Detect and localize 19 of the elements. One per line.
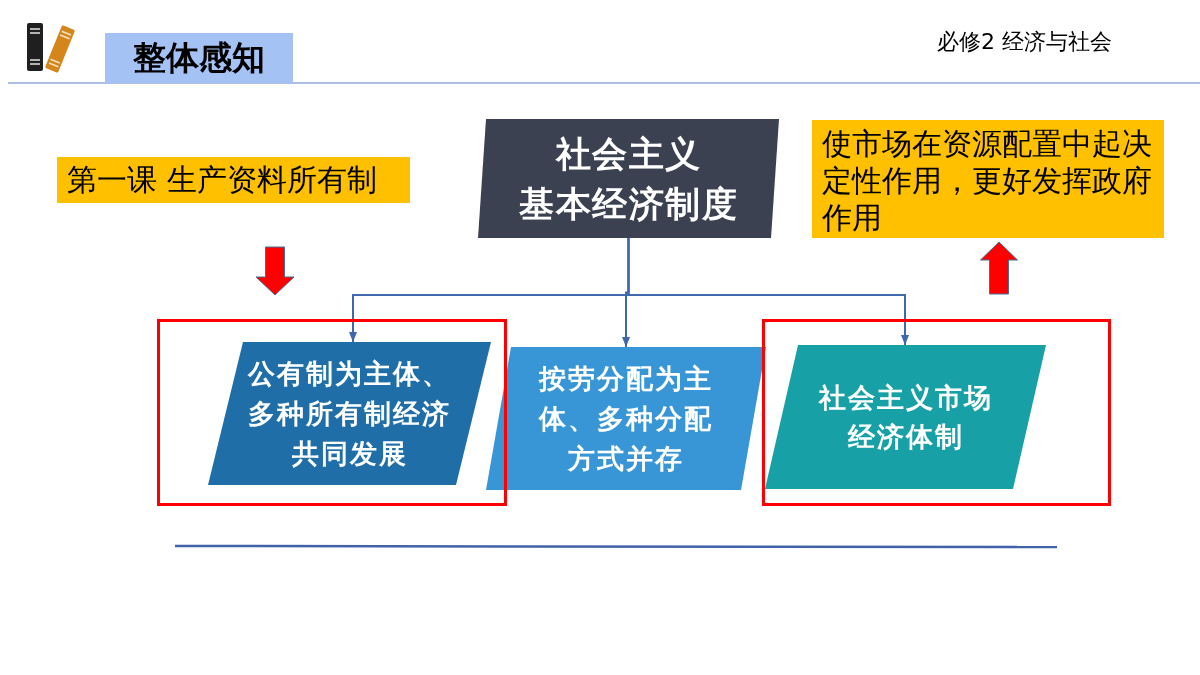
note-panel [57,157,410,203]
connector-arrow [627,237,909,346]
highlight-frame [762,319,1111,506]
concept-parallelogram [765,345,1046,489]
note-text: 第一课 生产资料所有制 [67,162,377,198]
concept-parallelogram [486,347,766,490]
note-text: 使市场在资源配置中起决定性作用，更好发挥政府作用 [822,125,1153,236]
subject-label: 必修2 经济与社会 [937,28,1112,56]
highlight-frame [157,319,507,506]
concept-parallelogram [478,119,779,238]
concept-text: 公有制为主体、多种所有制经济共同发展 [246,356,452,471]
concept-text: 社会主义市场经济体制 [817,381,994,454]
block-arrow [980,241,1018,295]
concept-text: 按劳分配为主体、多种分配方式并存 [537,361,714,476]
heading-text: 整体感知 [133,36,265,79]
section-tab [105,33,293,83]
concept-text: 社会主义基本经济制度 [518,132,739,226]
concept-parallelogram [208,342,491,485]
block-arrow [255,246,295,296]
